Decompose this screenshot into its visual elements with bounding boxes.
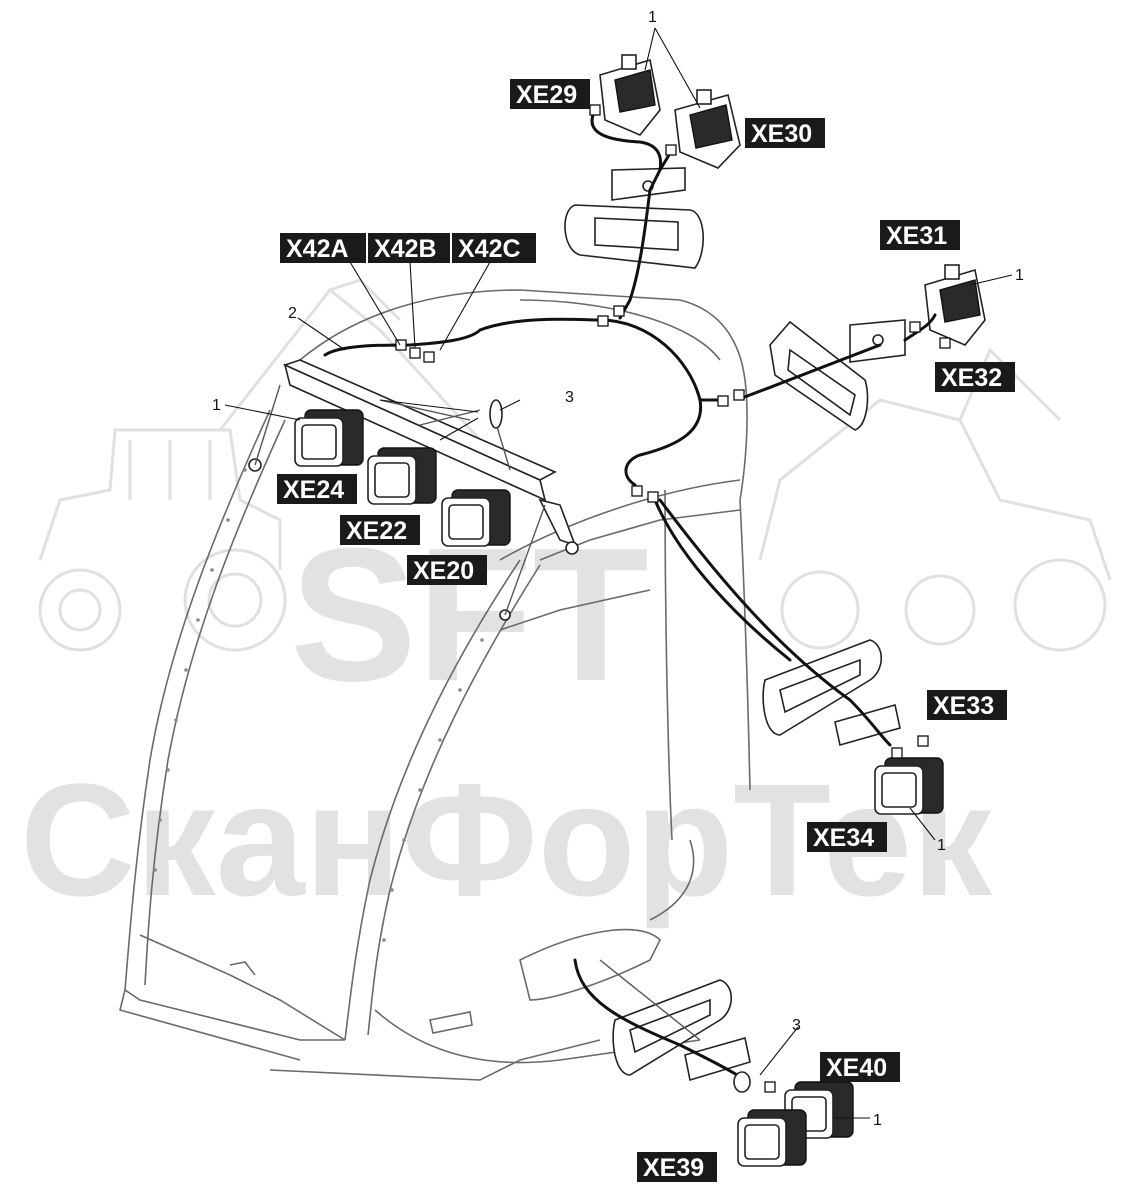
svg-text:XE31: XE31 [886,222,947,250]
label-xe39: XE39 [637,1152,717,1182]
svg-text:XE32: XE32 [941,364,1002,392]
work-light-xe39 [737,1109,807,1167]
callout-3-mid: 3 [565,389,574,406]
callout-3-bottom: 3 [792,1017,801,1034]
cab-outline [119,289,751,1081]
callout-1-left: 1 [212,397,221,414]
svg-text:XE40: XE40 [826,1054,887,1082]
work-light-xe40 [784,1081,854,1139]
label-xe33: XE33 [927,690,1007,720]
label-x42a: X42A [280,233,366,263]
mount-bracket-top [564,167,705,269]
beacon-xe31 [924,264,986,346]
beacon-xe29 [599,54,661,136]
harness-connectors [395,104,951,1093]
label-xe32: XE32 [935,362,1015,392]
work-light-xe34 [874,757,944,815]
work-light-xe20 [441,489,511,547]
label-xe24: XE24 [277,474,357,504]
svg-text:XE33: XE33 [933,692,994,720]
svg-text:XE29: XE29 [516,81,577,109]
label-xe20: XE20 [407,555,487,585]
svg-text:XE39: XE39 [643,1154,704,1182]
label-x42c: X42C [452,233,536,263]
callout-1-xe31: 1 [1015,267,1024,284]
svg-text:XE22: XE22 [346,517,407,545]
callout-2: 2 [288,305,297,322]
callout-1-xe34: 1 [937,837,946,854]
callout-1-bottom: 1 [873,1112,882,1129]
mount-bracket-right [769,319,906,431]
work-light-xe24 [294,409,364,467]
watermark-excavator-icon [218,278,482,442]
svg-text:X42B: X42B [374,235,437,263]
label-xe40: XE40 [820,1052,900,1082]
leader-lines [224,27,1013,1119]
connector-labels: XE29 XE30 XE31 XE32 X42A X42B X42C XE24 [277,79,1015,1182]
label-xe31: XE31 [880,220,960,250]
label-x42b: X42B [368,233,450,263]
label-xe22: XE22 [340,515,420,545]
svg-text:X42C: X42C [458,235,521,263]
label-xe34: XE34 [807,822,887,852]
watermark-tractor-icon [38,428,287,652]
svg-text:XE34: XE34 [813,824,874,852]
front-light-bar [248,359,579,621]
label-xe29: XE29 [510,79,590,109]
mount-bracket-rear-lower [612,979,751,1082]
svg-text:XE24: XE24 [283,476,344,504]
wiring-harness [323,108,937,1082]
callout-1-top: 1 [648,9,657,26]
mount-bracket-rear-upper [762,639,901,747]
svg-text:X42A: X42A [286,235,349,263]
beacon-xe30 [674,89,741,169]
work-light-xe22 [367,447,437,505]
label-xe30: XE30 [745,118,825,148]
cable-tie-coil [489,399,751,1093]
svg-text:XE30: XE30 [751,120,812,148]
watermark-loader-icon [758,347,1112,652]
svg-text:XE20: XE20 [413,557,474,585]
callout-numbers: 1 1 2 3 1 1 3 1 [212,9,1024,1129]
